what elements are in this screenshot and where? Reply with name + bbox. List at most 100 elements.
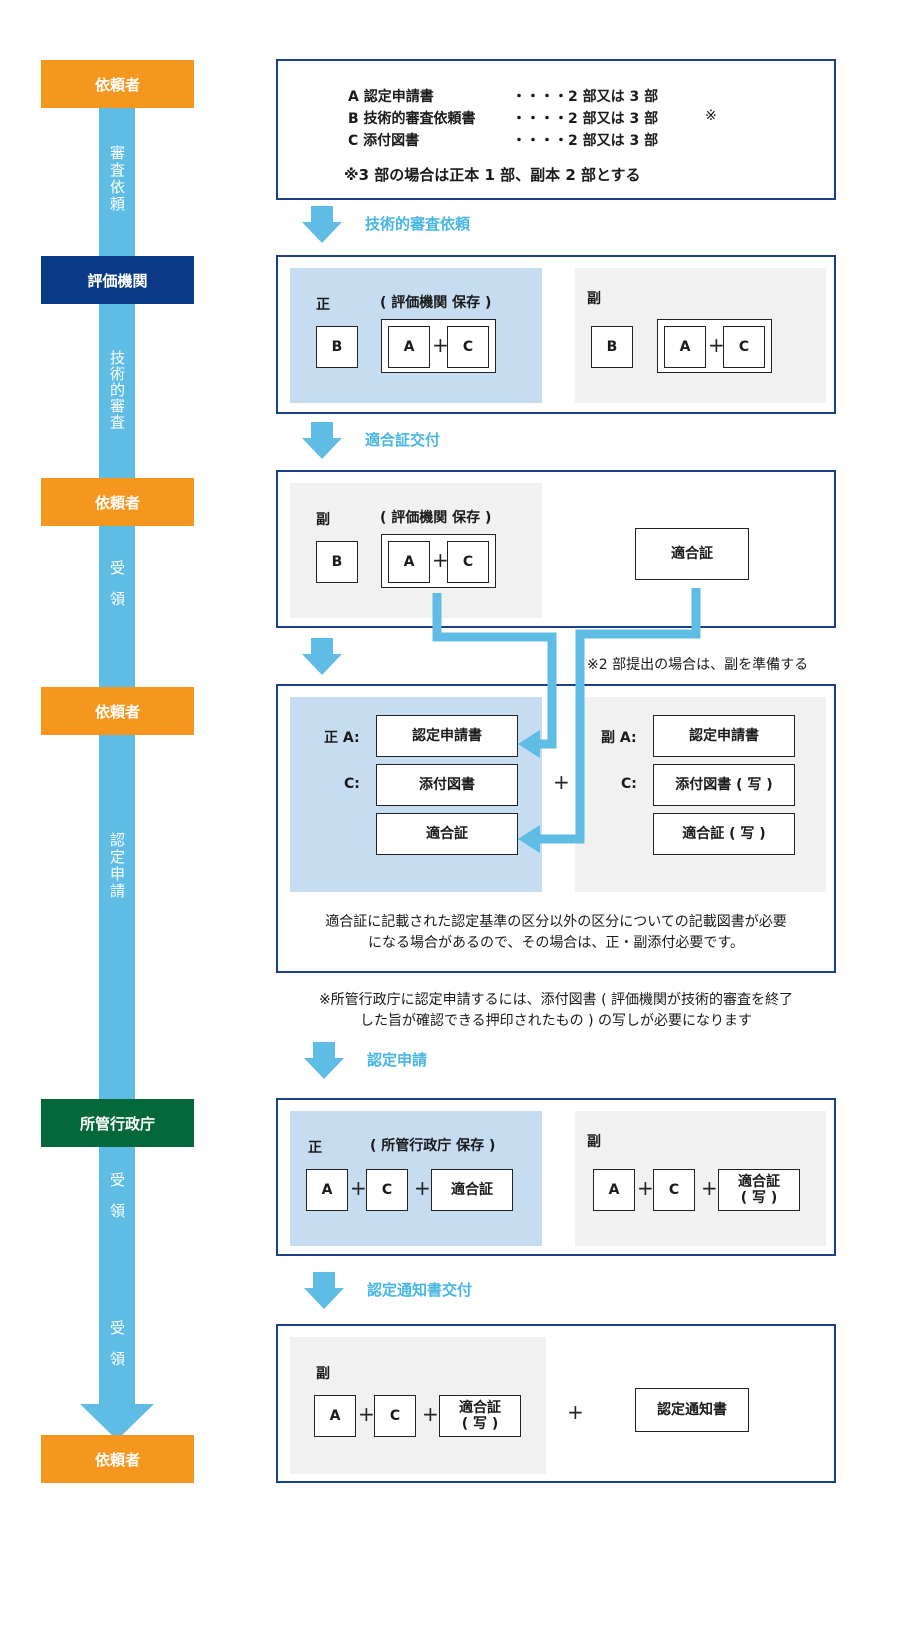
- doc-c-box: C: [366, 1169, 408, 1211]
- certificate-copy-suffix: ( 写 ): [740, 1190, 778, 1206]
- role-requester-4: 依頼者: [41, 1435, 194, 1483]
- certificate-copy-box: 適合証 ( 写 ): [439, 1395, 521, 1437]
- doc-count-a: ・・・・2 部又は 3 部: [512, 89, 659, 105]
- certificate-copy-box: 適合証 ( 写 ): [653, 813, 795, 855]
- doc-item-b: B 技術的審査依頼書: [348, 111, 476, 127]
- original-panel: 正 ( 所管行政庁 保存 ) A + C + 適合証: [290, 1111, 542, 1246]
- plus-sign: +: [432, 548, 449, 572]
- duplicate-panel: 副 A + C + 適合証 ( 写 ): [575, 1111, 826, 1246]
- application-form-box: 認定申請書: [376, 715, 518, 757]
- doc-count-b: ・・・・2 部又は 3 部: [512, 111, 659, 127]
- administrative-note: ※所管行政庁に認定申請するには、添付図書 ( 評価機関が技術的審査を終了 した旨…: [276, 990, 836, 1032]
- doc-a-box: A: [306, 1169, 348, 1211]
- step4-application-frame: 正 A: C: 認定申請書 添付図書 適合証 + 副 A: C: 認定申請書 添…: [276, 684, 836, 973]
- doc-item-c: C 添付図書: [348, 133, 420, 149]
- two-copies-note: ※2 部提出の場合は、副を準備する: [587, 657, 809, 673]
- original-label: 正: [308, 1140, 322, 1156]
- duplicate-note: ( 評価機関 保存 ): [380, 510, 492, 526]
- down-arrow-1: [302, 206, 342, 243]
- notice-box: 認定通知書: [635, 1388, 749, 1432]
- arrow-label-cert-issue: 適合証交付: [365, 431, 441, 449]
- side-label-certification-application: 認定申請: [108, 832, 126, 900]
- doc-a-box: A: [388, 326, 430, 368]
- certificate-copy-title: 適合証: [738, 1174, 780, 1190]
- plus-sign: +: [567, 1400, 584, 1424]
- doc-c-box: C: [447, 541, 489, 583]
- doc-count-c: ・・・・2 部又は 3 部: [512, 133, 659, 149]
- certificate-box: 適合証: [431, 1169, 513, 1211]
- certificate-copy-box: 適合証 ( 写 ): [718, 1169, 800, 1211]
- certificate-box: 適合証: [635, 528, 749, 580]
- original-panel: 正 ( 評価機関 保存 ) B A + C: [290, 268, 542, 403]
- plus-sign: +: [553, 770, 570, 794]
- original-label: 正: [316, 297, 330, 313]
- role-evaluation-agency: 評価機関: [41, 256, 194, 304]
- step2-review-frame: 正 ( 評価機関 保存 ) B A + C 副 B A + C: [276, 255, 836, 414]
- step6-notice-frame: 副 A + C + 適合証 ( 写 ) + 認定通知書: [276, 1324, 836, 1483]
- attached-drawings-copy-box: 添付図書 ( 写 ): [653, 764, 795, 806]
- step5-administrative-frame: 正 ( 所管行政庁 保存 ) A + C + 適合証 副 A + C + 適合証…: [276, 1098, 836, 1256]
- arrow-label-technical-review-request: 技術的審査依頼: [365, 215, 471, 233]
- duplicate-panel: 副 A: C: 認定申請書 添付図書 ( 写 ) 適合証 ( 写 ): [575, 697, 826, 892]
- doc-a-box: A: [664, 326, 706, 368]
- duplicate-label: 副: [316, 512, 330, 528]
- doc-b-box: B: [316, 541, 358, 583]
- duplicate-c-label: C:: [621, 776, 637, 792]
- arrow-label-certification-application: 認定申請: [367, 1051, 428, 1069]
- role-requester-1: 依頼者: [41, 60, 194, 108]
- side-label-technical-review: 技術的審査: [108, 350, 126, 430]
- doc-c-box: C: [374, 1395, 416, 1437]
- down-arrow-4: [304, 1042, 344, 1079]
- side-label-receipt-2: 受領: [108, 1172, 126, 1234]
- frame-note: 適合証に記載された認定基準の区分以外の区分についての記載図書が必要 になる場合が…: [278, 912, 834, 954]
- doc-c-box: C: [653, 1169, 695, 1211]
- role-requester-2: 依頼者: [41, 478, 194, 526]
- original-a-label: 正 A:: [324, 730, 360, 746]
- step1-document-list: A 認定申請書 ・・・・2 部又は 3 部 B 技術的審査依頼書 ・・・・2 部…: [276, 59, 836, 200]
- doc-a-box: A: [388, 541, 430, 583]
- doc-c-box: C: [447, 326, 489, 368]
- plus-sign: +: [701, 1176, 718, 1200]
- down-arrow-2: [302, 422, 342, 459]
- arrow-label-notice-issue: 認定通知書交付: [367, 1281, 473, 1299]
- frame-note-line1: 適合証に記載された認定基準の区分以外の区分についての記載図書が必要: [325, 914, 787, 930]
- administrative-note-line1: ※所管行政庁に認定申請するには、添付図書 ( 評価機関が技術的審査を終了: [318, 992, 794, 1008]
- vertical-flow-bar: [99, 100, 135, 1410]
- plus-sign: +: [350, 1176, 367, 1200]
- step3-receipt-frame: 副 ( 評価機関 保存 ) B A + C 適合証: [276, 470, 836, 628]
- side-label-receipt-1: 受領: [108, 560, 126, 622]
- certificate-copy-suffix: ( 写 ): [461, 1416, 499, 1432]
- plus-sign: +: [708, 333, 725, 357]
- side-label-review-request: 審査依頼: [108, 145, 126, 213]
- original-c-label: C:: [344, 776, 360, 792]
- side-label-receipt-3: 受領: [108, 1320, 126, 1382]
- original-note: ( 所管行政庁 保存 ): [370, 1138, 496, 1154]
- frame-note-line2: になる場合があるので、その場合は、正・副添付必要です。: [367, 935, 745, 951]
- role-requester-3: 依頼者: [41, 687, 194, 735]
- doc-b-box: B: [591, 326, 633, 368]
- administrative-note-line2: した旨が確認できる押印されたもの ) の写しが必要になります: [359, 1013, 753, 1029]
- down-arrow-5: [304, 1272, 344, 1309]
- attached-drawings-box: 添付図書: [376, 764, 518, 806]
- doc-b-box: B: [316, 326, 358, 368]
- certificate-copy-title: 適合証: [459, 1400, 501, 1416]
- plus-sign: +: [422, 1402, 439, 1426]
- doc-a-box: A: [314, 1395, 356, 1437]
- original-note: ( 評価機関 保存 ): [380, 295, 492, 311]
- duplicate-panel: 副 ( 評価機関 保存 ) B A + C: [290, 483, 542, 618]
- plus-sign: +: [432, 333, 449, 357]
- copies-note: ※3 部の場合は正本 1 部、副本 2 部とする: [344, 166, 641, 184]
- original-panel: 正 A: C: 認定申請書 添付図書 適合証: [290, 697, 542, 892]
- duplicate-label: 副: [587, 1134, 601, 1150]
- doc-c-box: C: [723, 326, 765, 368]
- duplicate-a-label: 副 A:: [601, 730, 637, 746]
- duplicate-panel: 副 A + C + 適合証 ( 写 ): [290, 1337, 546, 1474]
- application-form-box: 認定申請書: [653, 715, 795, 757]
- doc-item-a: A 認定申請書: [348, 89, 434, 105]
- role-administrative-agency: 所管行政庁: [41, 1099, 194, 1147]
- flow-arrow-head: [80, 1404, 154, 1440]
- down-arrow-3: [302, 638, 342, 675]
- certificate-box: 適合証: [376, 813, 518, 855]
- doc-a-box: A: [593, 1169, 635, 1211]
